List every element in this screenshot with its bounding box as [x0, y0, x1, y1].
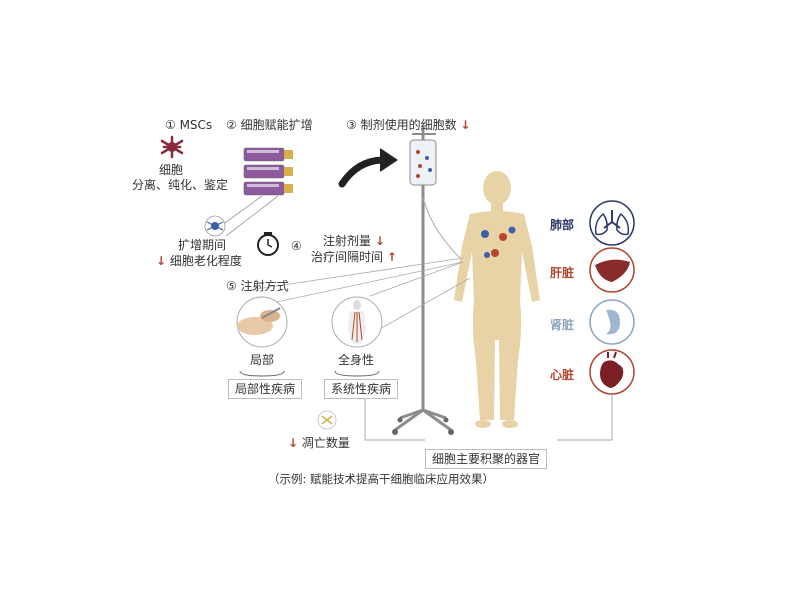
- route-systemic-label: 全身性: [338, 353, 375, 367]
- apoptotic-cell-icon: [317, 410, 337, 430]
- local-injection-icon: [236, 296, 288, 348]
- arrow-down-icon: ↓: [156, 254, 167, 268]
- caption: （示例: 赋能技术提高干细胞临床应用效果）: [268, 472, 495, 486]
- organ-summary-box: 细胞主要积聚的器官: [425, 449, 548, 469]
- route-local-label: 局部: [250, 353, 275, 367]
- organ-kidney-label: 肾脏: [550, 318, 575, 332]
- step-1-label: ① MSCs: [165, 118, 213, 132]
- expansion-line1: 扩增期间: [178, 238, 227, 252]
- cell-subtitle: 分离、纯化、鉴定: [132, 178, 229, 192]
- expanded-cell-icon: [204, 215, 226, 237]
- cell-title: 细胞: [159, 163, 184, 177]
- arrow-up-icon: ↑: [386, 250, 397, 264]
- arrow-down-icon: ↓: [288, 436, 299, 450]
- apoptosis-label: ↓ 凋亡数量: [288, 436, 350, 450]
- curved-arrow-icon: [338, 148, 398, 188]
- organ-heart-label: 心脏: [550, 368, 575, 382]
- kidney-icon: [589, 299, 635, 345]
- step-5-label: ⑤ 注射方式: [226, 279, 289, 293]
- iv-stand-icon: [392, 126, 461, 435]
- msc-cell-icon: [160, 135, 184, 159]
- expansion-line2: ↓ 细胞老化程度: [156, 254, 242, 268]
- liver-icon: [589, 247, 635, 293]
- organ-liver-label: 肝脏: [550, 266, 575, 280]
- arrow-down-icon: ↓: [374, 234, 385, 248]
- clock-icon: [257, 232, 279, 256]
- systemic-body-icon: [331, 296, 383, 348]
- culture-flask-icon: [243, 147, 293, 196]
- heart-icon: [589, 349, 635, 395]
- systemic-disease-box: 系统性疾病: [324, 379, 399, 399]
- local-disease-box: 局部性疾病: [228, 379, 303, 399]
- step-4-number: ④: [291, 239, 302, 253]
- arrow-down-icon: ↓: [460, 118, 471, 132]
- step-3-label: ③ 制剂使用的细胞数 ↓: [346, 118, 471, 132]
- lung-icon: [589, 200, 635, 246]
- step-4-interval: 治疗间隔时间 ↑: [311, 250, 397, 264]
- step-4-dose: 注射剂量 ↓: [323, 234, 385, 248]
- human-body-icon: [454, 171, 540, 428]
- step-2-label: ② 细胞赋能扩增: [226, 118, 313, 132]
- organ-lung-label: 肺部: [550, 218, 575, 232]
